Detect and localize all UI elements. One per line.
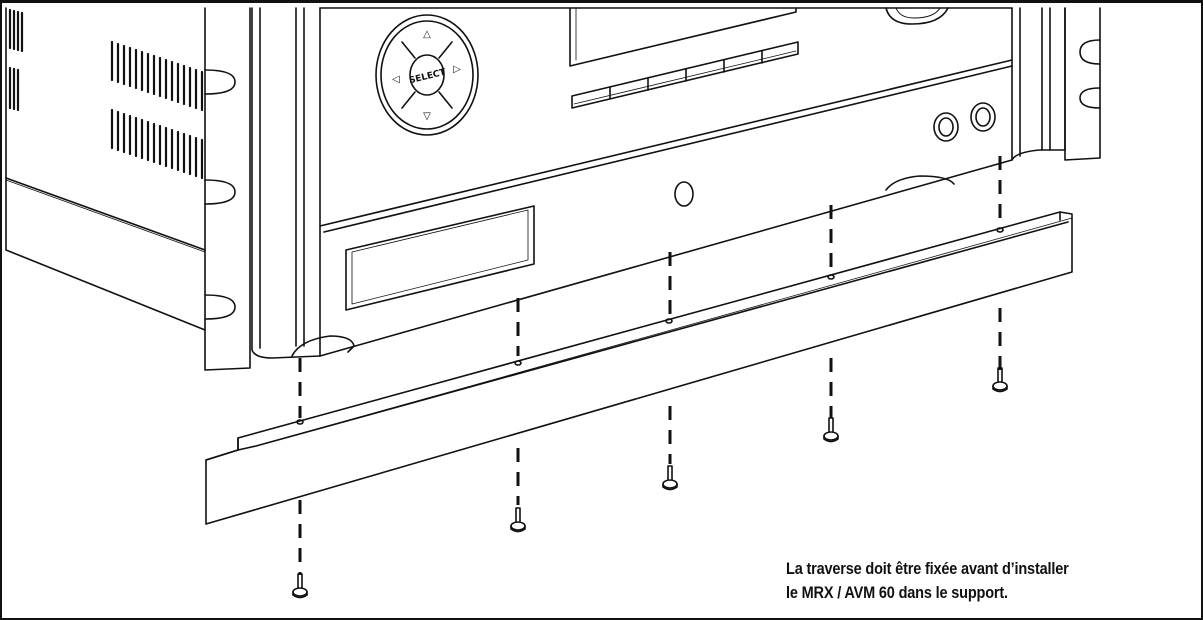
screw xyxy=(992,367,1008,393)
arrow-down-icon: ▽ xyxy=(423,111,431,122)
screw xyxy=(510,507,526,533)
alignment-lines xyxy=(298,156,1002,575)
caption-line-2: le MRX / AVM 60 dans le support. xyxy=(786,584,1008,602)
screw xyxy=(292,573,308,599)
left-rack-ear xyxy=(204,7,251,371)
left-foot xyxy=(291,335,355,357)
lower-panel-display xyxy=(345,205,535,311)
crossbar-bracket xyxy=(205,211,1073,525)
arrow-right-icon: ▷ xyxy=(453,64,461,75)
vent-grille xyxy=(110,40,204,180)
ir-sensor xyxy=(674,181,694,207)
right-foot xyxy=(885,175,955,191)
display-window xyxy=(569,7,797,67)
arrow-left-icon: ◁ xyxy=(392,74,400,85)
right-rack-ear xyxy=(1064,7,1101,161)
headphone-jacks xyxy=(933,102,996,142)
volume-knob xyxy=(885,7,949,25)
screw xyxy=(662,465,678,491)
navigation-pad xyxy=(375,14,479,136)
instruction-caption: La traverse doit être fixée avant d’inst… xyxy=(786,557,1138,605)
vent-slots-left xyxy=(8,8,24,112)
arrow-up-icon: △ xyxy=(423,29,431,40)
right-handle xyxy=(1011,7,1066,161)
chassis-side-panel xyxy=(5,7,206,331)
button-row xyxy=(571,41,799,109)
left-handle xyxy=(251,7,321,359)
screw xyxy=(823,417,839,443)
front-panel xyxy=(319,7,1013,357)
caption-line-1: La traverse doit être fixée avant d’inst… xyxy=(786,560,1069,578)
